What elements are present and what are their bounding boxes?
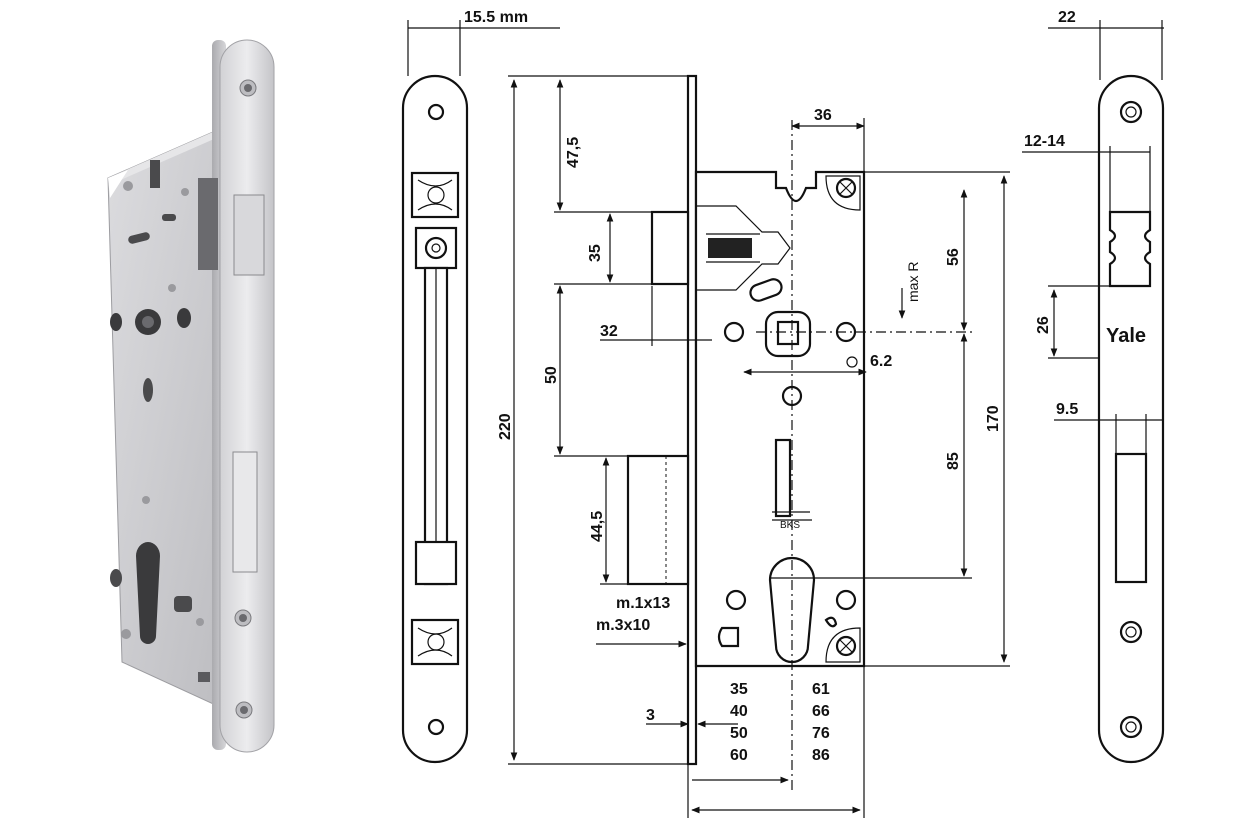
- backset-table-cell: 86: [812, 747, 830, 764]
- dim-latch-projection: 32: [600, 323, 618, 340]
- forend-width-label: 15.5 mm: [464, 9, 528, 26]
- dim-top-to-latch: 47,5: [565, 137, 582, 168]
- screw-label-1: m.1x13: [616, 595, 670, 612]
- lock-photo: [107, 39, 275, 753]
- backset-table-cell: 35: [730, 681, 748, 698]
- backset-table-cell: 76: [812, 725, 830, 742]
- dim-latch-to-bolt: 50: [543, 366, 560, 384]
- rear-latch-slot-label: 12-14: [1024, 133, 1065, 150]
- lock-case-top-edge: [108, 128, 230, 182]
- faceplate: [219, 39, 275, 753]
- rear-width-label: 22: [1058, 9, 1076, 26]
- rear-bolt-slot-label: 9.5: [1056, 401, 1078, 418]
- rear-latch-opening: [1108, 210, 1152, 288]
- side-deadbolt: [626, 454, 690, 586]
- dim-spindle: 6.2: [870, 353, 892, 370]
- rear-plate: [1097, 74, 1165, 764]
- backset-table: 35 61 40 66 50 76 60 86: [730, 681, 830, 764]
- side-latch-bolt: [650, 210, 690, 286]
- backset-table-cell: 61: [812, 681, 830, 698]
- dim-follower-to-top: 56: [945, 248, 962, 266]
- backset-table-cell: 66: [812, 703, 830, 720]
- dim-spindle-to-cylinder: 85: [945, 452, 962, 470]
- backset-table-cell: 40: [730, 703, 748, 720]
- dim-bolt-height: 44,5: [589, 511, 606, 542]
- dim-backset-36: 36: [814, 107, 832, 124]
- backset-table-cell: 50: [730, 725, 748, 742]
- photo-cylinder-cutout: [136, 542, 160, 644]
- side-corner-screw-bottom: [825, 627, 861, 663]
- svg-text:BKS: BKS: [780, 520, 800, 531]
- dim-latch-height: 35: [587, 244, 604, 262]
- side-corner-screw-top: [825, 175, 861, 211]
- photo-latch-bolt: [233, 194, 265, 276]
- side-case-outline: [694, 170, 866, 668]
- photo-deadbolt: [232, 451, 258, 573]
- dim-forend-thickness: 3: [646, 707, 655, 724]
- backset-table-cell: 60: [730, 747, 748, 764]
- forend-rear-view: 22 12-14 26 Yale 9.5: [1022, 9, 1165, 764]
- dim-fixing-centres: 170: [985, 405, 1002, 432]
- screw-label-2: m.3x10: [596, 617, 650, 634]
- dim-overall-height: 220: [497, 413, 514, 440]
- dim-max-label: max R: [905, 262, 921, 302]
- forend-front-view: 15.5 mm: [401, 9, 560, 764]
- rear-offset-label: 26: [1035, 316, 1052, 334]
- side-forend: [686, 74, 698, 766]
- lock-side-view: BKS 220 47,5 35 50 32 44,5 m.1x: [497, 74, 1010, 818]
- rear-bolt-opening: [1114, 452, 1148, 584]
- brand-logo-text: Yale: [1106, 325, 1146, 347]
